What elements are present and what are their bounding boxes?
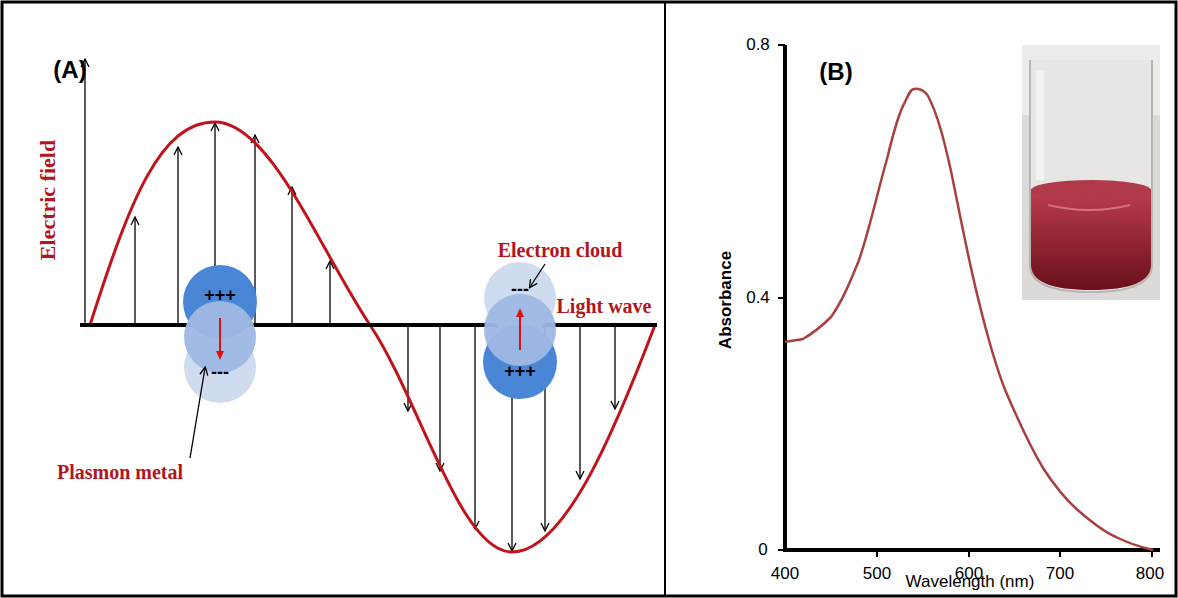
plasmon-particle [183,265,257,403]
callout-label: Electron cloud [498,239,623,261]
tick-label: 400 [771,565,799,584]
leader-line [530,264,545,287]
x-axis [783,548,1160,552]
panel-divider [664,2,666,596]
leader-line [190,368,205,458]
plasmon-particle [483,262,557,399]
charge-sign: +++ [504,362,536,382]
axis-ticks [778,45,1152,557]
charge-sign: +++ [204,286,236,306]
panel-label: (A) [53,57,86,83]
tick-label: 800 [1136,565,1164,584]
sample-photo [1022,45,1160,300]
tick-label: 0 [758,541,767,560]
propagation-axis [80,323,657,327]
light-wave [90,122,655,552]
callout-label: Light wave [557,295,652,317]
field-axis [84,60,85,325]
callout-label: Plasmon metal [57,461,183,483]
field-arrows [135,124,615,550]
panel-label: (B) [819,59,852,85]
axis-title: Electric field [36,140,60,260]
axis-title: Wavelength (nm) [906,573,1035,592]
axis-title: Absorbance [717,251,736,349]
charge-sign: --- [511,280,529,300]
charge-sign: --- [211,363,229,383]
tick-label: 500 [863,565,891,584]
tick-label: 700 [1046,565,1074,584]
tick-label: 0.4 [746,289,770,308]
tick-label: 0.8 [746,36,770,55]
